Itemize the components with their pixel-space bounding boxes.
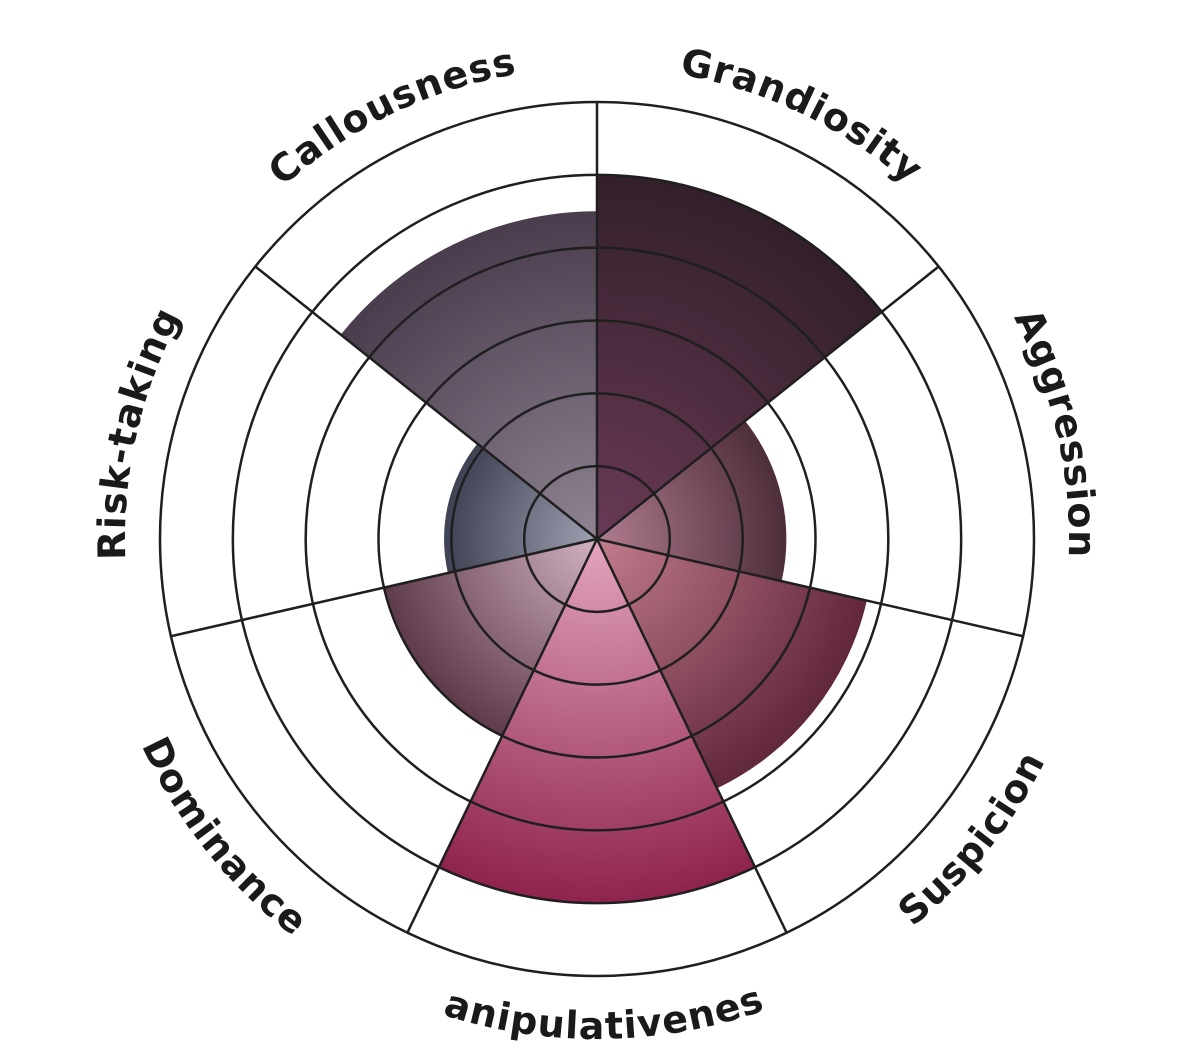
wedge-grandiosity <box>597 174 882 539</box>
wedge-aggression <box>597 420 787 582</box>
spoke <box>254 265 598 540</box>
label-dominance: Dominance <box>133 730 316 944</box>
wedge-manipulativeness <box>438 539 756 904</box>
spoke <box>406 538 599 934</box>
spoke <box>170 537 598 638</box>
spoke <box>596 537 1024 638</box>
label-text: Callousness <box>260 39 519 194</box>
wedges-layer <box>340 174 882 904</box>
wedge-risk-taking <box>444 443 597 574</box>
label-text: Dominance <box>133 730 315 944</box>
grid-layer <box>158 100 1036 978</box>
wedge-suspicion <box>597 539 867 789</box>
label-grandiosity: Grandiosity <box>677 40 932 192</box>
label-text: Grandiosity <box>677 40 931 192</box>
wedge-callousness <box>340 211 597 539</box>
label-callousness: Callousness <box>260 39 520 194</box>
spoke <box>595 538 788 934</box>
spoke <box>596 265 940 540</box>
